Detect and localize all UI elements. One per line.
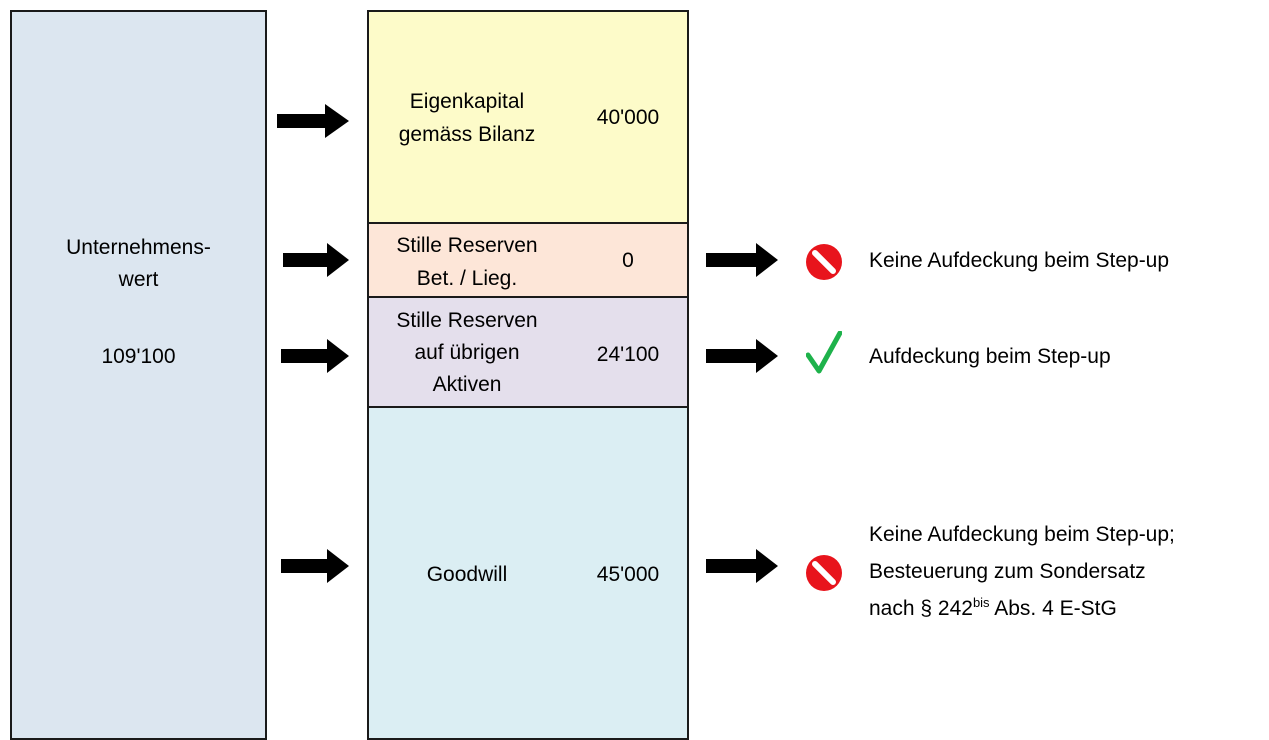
right-arrow-icon [281, 339, 349, 373]
reserves-participations-label-line2: Bet. / Lieg. [416, 267, 518, 290]
note-no-step-up-reserves: Keine Aufdeckung beim Step-up [869, 249, 1170, 272]
reserves-other-value: 24'100 [596, 342, 660, 366]
note-goodwill-line3-sup: bis [972, 595, 990, 610]
note-goodwill-line1: Keine Aufdeckung beim Step-up; [869, 523, 1175, 546]
right-arrow-icon [277, 104, 349, 138]
reserves-other-label-line2: auf übrigen [414, 341, 520, 364]
equity-value: 40'000 [596, 105, 660, 129]
note-step-up-reserves: Aufdeckung beim Step-up [869, 345, 1111, 368]
prohibited-icon [806, 555, 842, 591]
value-composition-stack [367, 10, 689, 740]
right-arrow-icon [706, 549, 778, 583]
goodwill-value: 45'000 [596, 562, 660, 586]
note-goodwill-line3-pre: nach § 242 [869, 597, 973, 620]
reserves-other-label-line3: Aktiven [432, 373, 502, 396]
reserves-participations-label-line1: Stille Reserven [396, 234, 538, 257]
enterprise-value-box [10, 10, 267, 740]
note-goodwill-line2: Besteuerung zum Sondersatz [869, 560, 1146, 583]
enterprise-value-amount: 109'100 [101, 345, 176, 368]
hidden-reserves-participations-segment [367, 222, 689, 298]
prohibited-icon [806, 244, 842, 280]
enterprise-value-title-line1: Unternehmens- [66, 236, 211, 259]
right-arrow-icon [281, 549, 349, 583]
goodwill-label: Goodwill [426, 563, 508, 586]
right-arrow-icon [706, 339, 778, 373]
reserves-other-label-line1: Stille Reserven [396, 309, 538, 332]
note-goodwill-line3-post: Abs. 4 E-StG [989, 597, 1117, 620]
right-arrow-icon [283, 243, 349, 277]
equity-segment [367, 10, 689, 224]
equity-label-line1: Eigenkapital [409, 90, 525, 113]
goodwill-segment [367, 406, 689, 740]
reserves-participations-value: 0 [622, 248, 634, 272]
enterprise-value-title-line2: wert [118, 268, 159, 291]
note-goodwill-line3: nach § 242bis Abs. 4 E-StG [869, 592, 1117, 626]
equity-label-line2: gemäss Bilanz [398, 123, 536, 146]
check-icon [806, 331, 842, 374]
right-arrow-icon [706, 243, 778, 277]
